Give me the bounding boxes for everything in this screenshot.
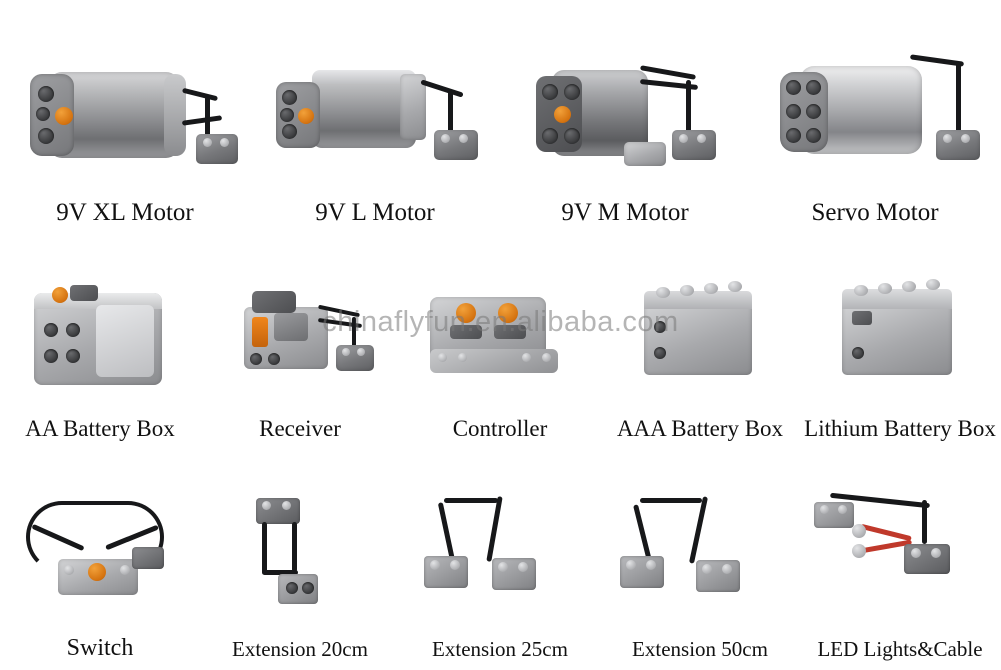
product-cell-receiver: Receiver [200, 245, 400, 440]
product-image-extension-25 [400, 482, 600, 627]
product-label-lithium-battery-box: Lithium Battery Box [804, 416, 996, 441]
product-cell-led-lights: LED Lights&Cable [800, 460, 1000, 660]
product-cell-extension-25: Extension 25cm [400, 460, 600, 660]
product-image-extension-50 [600, 482, 800, 627]
product-image-servo-motor [750, 30, 1000, 190]
product-image-receiver [200, 263, 400, 403]
product-label-extension-20: Extension 20cm [232, 637, 368, 661]
product-label-switch: Switch [66, 635, 134, 661]
product-cell-9v-xl-motor: 9V XL Motor [0, 20, 250, 225]
product-label-receiver: Receiver [259, 416, 341, 441]
product-cell-switch: Switch [0, 460, 200, 660]
product-cell-servo-motor: Servo Motor [750, 20, 1000, 225]
product-image-lithium-battery-box [800, 263, 1000, 403]
product-image-extension-20 [200, 482, 400, 627]
product-image-aa-battery-box [0, 263, 200, 403]
product-label-aa-battery-box: AA Battery Box [25, 416, 175, 441]
product-cell-extension-20: Extension 20cm [200, 460, 400, 660]
product-row-motors: 9V XL Motor [0, 20, 1001, 225]
product-cell-extension-50: Extension 50cm [600, 460, 800, 660]
product-row-power: AA Battery Box [0, 245, 1001, 440]
product-cell-lithium-battery-box: Lithium Battery Box [800, 245, 1000, 440]
product-label-extension-50: Extension 50cm [632, 637, 768, 661]
product-label-9v-m-motor: 9V M Motor [561, 199, 689, 226]
product-label-aaa-battery-box: AAA Battery Box [616, 416, 784, 441]
product-image-9v-m-motor [500, 30, 750, 190]
product-row-cables: Switch Extension 20cm [0, 460, 1001, 660]
product-image-aaa-battery-box [600, 263, 800, 403]
product-label-led-lights: LED Lights&Cable [817, 637, 983, 661]
product-cell-9v-m-motor: 9V M Motor [500, 20, 750, 225]
product-label-controller: Controller [452, 416, 548, 441]
product-label-9v-l-motor: 9V L Motor [315, 199, 435, 226]
product-label-servo-motor: Servo Motor [811, 199, 939, 226]
product-cell-9v-l-motor: 9V L Motor [250, 20, 500, 225]
product-cell-aa-battery-box: AA Battery Box [0, 245, 200, 440]
product-image-switch [0, 479, 200, 624]
product-image-controller [400, 263, 600, 403]
product-image-9v-l-motor [250, 30, 500, 190]
product-image-9v-xl-motor [0, 30, 250, 190]
product-label-extension-25: Extension 25cm [432, 637, 568, 661]
product-label-9v-xl-motor: 9V XL Motor [56, 199, 194, 226]
product-cell-controller: Controller [400, 245, 600, 440]
product-image-led-lights [800, 482, 1000, 627]
product-cell-aaa-battery-box: AAA Battery Box [600, 245, 800, 440]
